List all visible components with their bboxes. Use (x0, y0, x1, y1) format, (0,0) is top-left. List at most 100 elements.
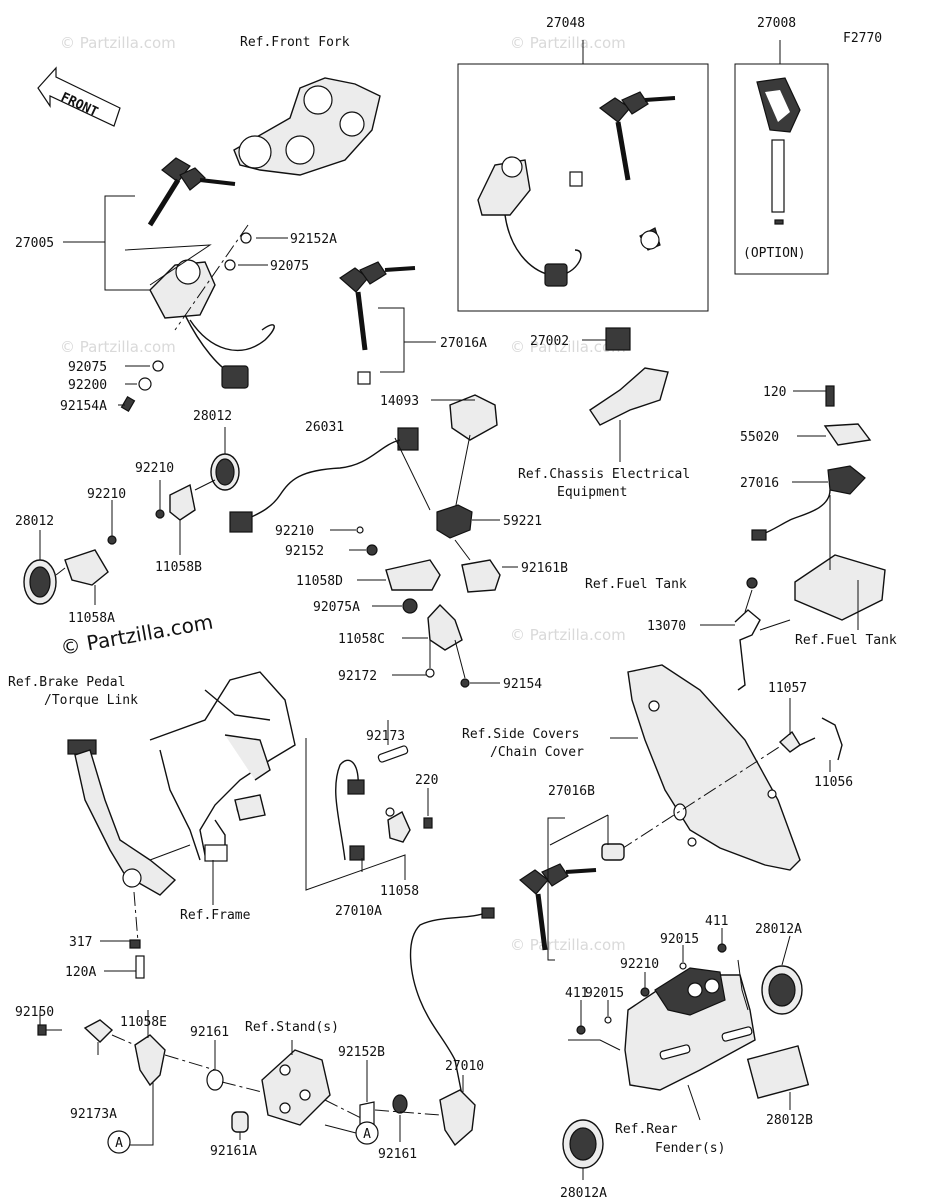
harness-26031 (229, 427, 419, 533)
part-label: 92172 (338, 669, 377, 684)
front-arrow: FRONT (37, 66, 121, 127)
part-label: 59221 (503, 514, 542, 529)
key-icon (756, 77, 801, 225)
bracket-27002 (589, 327, 669, 426)
part-label: 27016A (440, 336, 487, 351)
part-label: 92173 (366, 729, 405, 744)
part-label: 92161 (378, 1147, 417, 1162)
key-icon (339, 261, 416, 385)
bolt-icon (37, 1024, 47, 1036)
ref-label: Ref.Stand(s) (245, 1020, 339, 1035)
part-label: 92152 (285, 544, 324, 559)
ecu-59221 (436, 504, 473, 539)
ref-label: Ref.Rear (615, 1122, 678, 1137)
part-label: 27016B (548, 784, 595, 799)
fuel-tank-plate (794, 554, 886, 621)
ref-label: Ref.Chassis Electrical (518, 467, 690, 482)
part-label: 92161A (210, 1144, 257, 1159)
washer-icon (138, 377, 152, 391)
watermark: © Partzilla.com (60, 34, 176, 52)
part-label: 92210 (620, 957, 659, 972)
ignition-kit-27048 (477, 156, 661, 287)
part-label: 317 (69, 935, 92, 950)
part-label: 411 (705, 914, 728, 929)
part-label: 120 (763, 385, 786, 400)
part-label: 92015 (585, 986, 624, 1001)
washer-icon (240, 232, 252, 244)
washer-icon (392, 1094, 408, 1114)
part-label: 11058D (296, 574, 343, 589)
rear-fender (624, 967, 756, 1091)
frame-sketch (149, 671, 296, 862)
part-label: 11058B (155, 560, 202, 575)
ref-label: Equipment (557, 485, 627, 500)
ref-label: Ref.Frame (180, 908, 251, 923)
part-label: 55020 (740, 430, 779, 445)
ref-label: Ref.Brake Pedal (8, 675, 125, 690)
ref-label: /Chain Cover (490, 745, 584, 760)
stand-plate (261, 1049, 331, 1126)
part-label: 11058C (338, 632, 385, 647)
part-label: 27016 (740, 476, 779, 491)
watermark: © Partzilla.com (510, 338, 626, 356)
ref-label: Ref.Side Covers (462, 727, 579, 742)
switch-27010A (335, 759, 365, 861)
washer-icon (224, 259, 236, 271)
part-label: 92154 (503, 677, 542, 692)
ref-label: Ref.Fuel Tank (585, 577, 687, 592)
ref-label: Ref.Front Fork (240, 35, 350, 50)
key-icon (598, 91, 676, 181)
part-label: 92161 (190, 1025, 229, 1040)
part-label: 28012A (560, 1186, 607, 1200)
part-label: 27002 (530, 334, 569, 349)
watermarks: © Partzilla.com © Partzilla.com © Partzi… (59, 34, 626, 954)
part-label: 28012B (766, 1113, 813, 1128)
watermark: © Partzilla.com (510, 34, 626, 52)
switch-27010 (409, 907, 495, 1147)
watermark: © Partzilla.com (510, 936, 626, 954)
pin-92173A (83, 1019, 114, 1043)
part-label: 11058 (380, 884, 419, 899)
part-label: 220 (415, 773, 438, 788)
part-label: 27005 (15, 236, 54, 251)
part-label: 92152B (338, 1045, 385, 1060)
bracket-11058C (427, 603, 463, 651)
bracket-11058 (387, 811, 411, 843)
part-label: 27048 (546, 16, 585, 31)
bracket-11058B (169, 483, 196, 521)
ref-label: Fender(s) (655, 1141, 725, 1156)
washer-icon (152, 360, 164, 372)
bracket-11058D (385, 559, 441, 591)
bushing-92161A (231, 1111, 249, 1133)
part-label: 11058A (68, 611, 115, 626)
part-label: 13070 (647, 619, 686, 634)
callout-a: A (355, 1121, 379, 1145)
washer-icon (206, 1069, 224, 1091)
part-label: 26031 (305, 420, 344, 435)
bracket-11058E (134, 1034, 166, 1087)
part-label: 14093 (380, 394, 419, 409)
figure-code: F2770 (843, 31, 882, 46)
part-label: 92210 (275, 524, 314, 539)
part-labels: F2770 (OPTION) 27048 27008 Ref.Front For… (8, 16, 897, 1200)
part-label: 92075 (68, 360, 107, 375)
part-label: 28012 (193, 409, 232, 424)
part-label: 11057 (768, 681, 807, 696)
part-label: 92210 (135, 461, 174, 476)
pin-92173 (377, 745, 409, 763)
key-icon (147, 157, 236, 227)
triple-clamp (233, 77, 381, 176)
side-cover (627, 664, 801, 871)
ref-label: /Torque Link (44, 693, 138, 708)
part-label: 92075 (270, 259, 309, 274)
part-label: 27010A (335, 904, 382, 919)
brake-pedal (67, 739, 177, 896)
holder-92161B (461, 559, 501, 593)
ref-label: Ref.Fuel Tank (795, 633, 897, 648)
svg-text:A: A (115, 1136, 123, 1151)
bracket-11058A (64, 549, 109, 586)
reflector-28012B (746, 1045, 810, 1099)
part-label: 28012 (15, 514, 54, 529)
part-label: 92161B (521, 561, 568, 576)
